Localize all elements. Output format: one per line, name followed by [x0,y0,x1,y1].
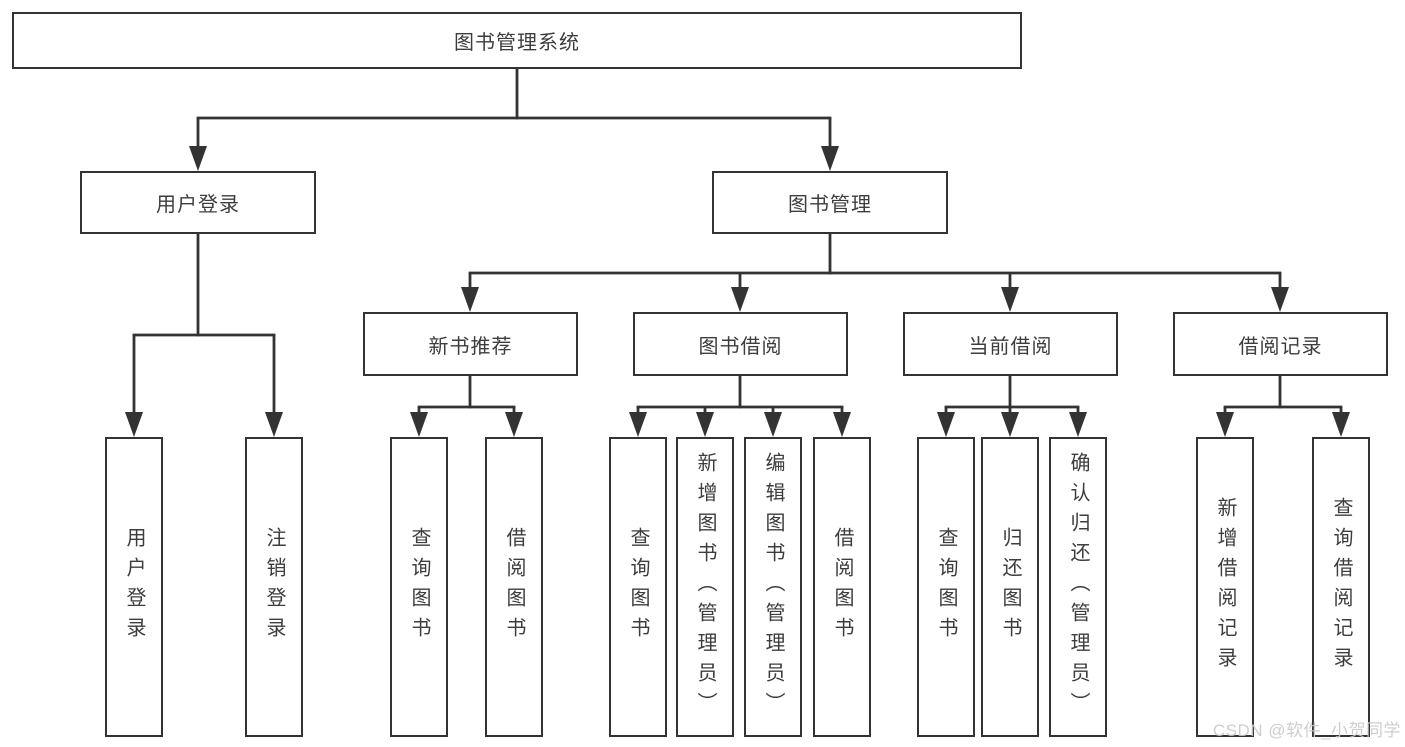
node-label: 查询借阅记录 [1330,497,1352,677]
node-label: 用户登录 [123,527,145,647]
node-library-management-system: 图书管理系统 [12,12,1022,69]
leaf-query-books-current: 查询图书 [917,437,975,737]
node-label: 图书借阅 [698,335,783,358]
node-label: 用户登录 [156,194,240,216]
node-label: 查询图书 [408,527,430,647]
node-label: 注销登录 [263,527,285,647]
node-label: 编辑图书（管理员） [762,452,784,722]
leaf-borrow-books: 借阅图书 [813,437,871,737]
leaf-return-books: 归还图书 [981,437,1039,737]
csdn-watermark: CSDN @软件_小贺同学 [1212,721,1401,740]
node-new-book-recommend: 新书推荐 [363,312,578,376]
leaf-edit-book-admin: 编辑图书（管理员） [744,437,802,737]
leaf-logout: 注销登录 [245,437,303,737]
leaf-query-books-borrow: 查询图书 [609,437,667,737]
leaf-query-borrow-record: 查询借阅记录 [1312,437,1370,737]
leaf-borrow-books-recommend: 借阅图书 [485,437,543,737]
leaf-add-borrow-record: 新增借阅记录 [1196,437,1254,737]
node-borrow-records: 借阅记录 [1173,312,1388,376]
node-label: 查询图书 [627,527,649,647]
leaf-user-login: 用户登录 [105,437,163,737]
node-label: 新增图书（管理员） [694,452,716,722]
leaf-query-books-recommend: 查询图书 [390,437,448,737]
node-label: 归还图书 [999,527,1021,647]
leaf-add-book-admin: 新增图书（管理员） [676,437,734,737]
node-user-login: 用户登录 [80,171,316,234]
node-label: 查询图书 [935,527,957,647]
node-current-borrow: 当前借阅 [903,312,1118,376]
node-label: 图书管理系统 [454,32,580,54]
node-label: 确认归还（管理员） [1067,452,1089,722]
node-label: 借阅图书 [503,527,525,647]
node-label: 借阅图书 [831,527,853,647]
node-label: 借阅记录 [1238,335,1323,358]
node-book-management: 图书管理 [712,171,948,234]
node-label: 当前借阅 [968,335,1053,358]
node-label: 图书管理 [788,194,872,216]
node-label: 新书推荐 [428,335,513,358]
node-book-borrow: 图书借阅 [633,312,848,376]
node-label: 新增借阅记录 [1214,497,1236,677]
leaf-confirm-return-admin: 确认归还（管理员） [1049,437,1107,737]
